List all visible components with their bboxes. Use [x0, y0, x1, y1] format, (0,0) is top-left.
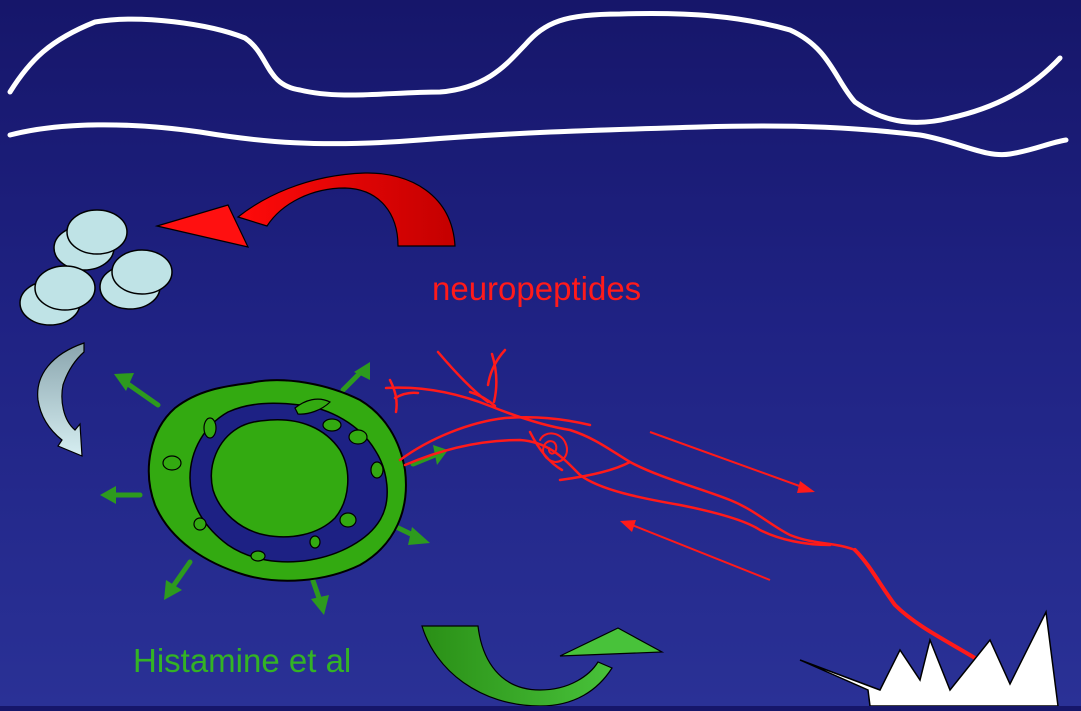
secretion-arrow-left	[100, 486, 140, 504]
neuropeptide-release-arrow	[157, 173, 455, 247]
stimulus-burst-icon	[800, 612, 1058, 706]
secretion-arrow-lower-left	[164, 562, 190, 600]
degranulation-trigger-arrow	[38, 343, 84, 456]
skin-surface-upper-line	[10, 14, 1060, 123]
mast-cell-nucleus	[211, 420, 347, 537]
sensory-nerve-icon	[386, 350, 975, 658]
signal-arrow-toward-cord	[650, 432, 815, 493]
nerve-signal-arrows	[620, 432, 815, 580]
histamine-label: Histamine et al	[133, 642, 351, 680]
histamine-feedback-arrow	[422, 626, 662, 706]
mast-cell-icon	[149, 380, 406, 581]
cell-cluster-icon	[20, 210, 172, 325]
skin-surface-lines	[10, 14, 1066, 155]
secretion-arrow-upper-left	[114, 373, 158, 405]
secretion-arrow-top	[343, 362, 370, 390]
skin-surface-lower-line	[10, 125, 1066, 155]
signal-arrow-toward-skin	[620, 520, 770, 580]
neuropeptides-label: neuropeptides	[432, 270, 641, 308]
